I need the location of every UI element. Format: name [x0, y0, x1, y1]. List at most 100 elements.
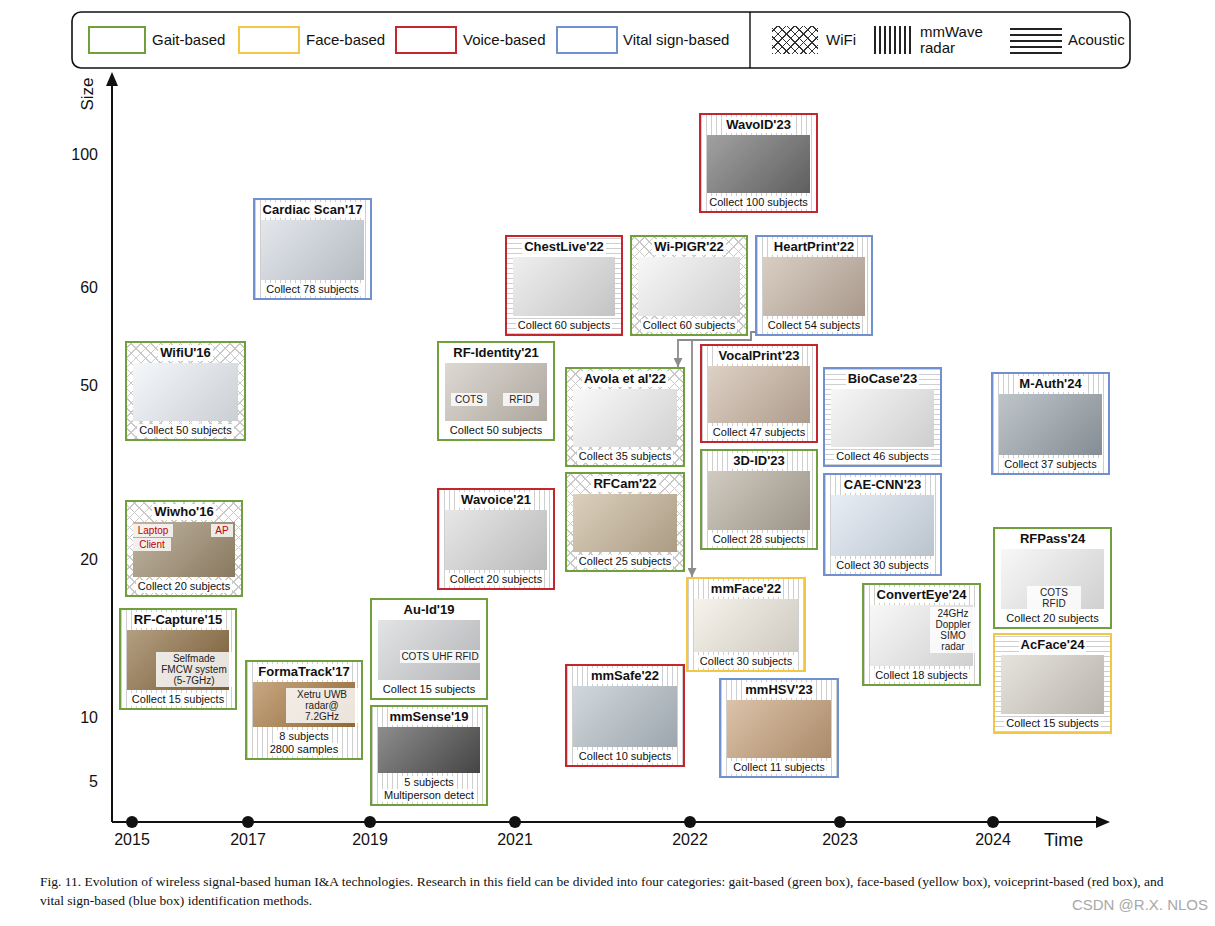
year-label: 2019	[340, 831, 400, 849]
timeline-box: Avola et al'22Collect 35 subjects	[565, 367, 685, 467]
subject-count: Collect 11 subjects	[731, 761, 827, 774]
photo-thumbnail	[638, 257, 740, 316]
subject-count: Collect 15 subjects	[381, 683, 477, 696]
legend-frame	[72, 12, 1130, 68]
box-title: RF-Identity'21	[451, 345, 540, 361]
box-title: mmSense'19	[388, 709, 471, 725]
caption-stack: Collect 54 subjects	[757, 319, 871, 332]
timeline-box: ConvertEye'2424GHz Doppler SIMO radarCol…	[862, 583, 981, 686]
timeline-box: HeartPrint'22Collect 54 subjects	[755, 235, 873, 336]
timeline-box: RFPass'24COTS RFID Collect 20 subjects	[993, 527, 1112, 629]
legend-text: Face-based	[306, 32, 394, 48]
caption-stack: Collect 30 subjects	[825, 559, 940, 572]
timeline-box: RFCam'22Collect 25 subjects	[565, 472, 685, 572]
year-label: 2021	[485, 831, 545, 849]
photo-thumbnail	[133, 363, 238, 421]
tick-label: 10	[48, 709, 98, 727]
year-label: 2022	[660, 831, 720, 849]
photo-thumbnail	[708, 366, 810, 423]
box-title: Wi-PIGR'22	[652, 239, 725, 255]
photo-thumbnail	[573, 494, 677, 552]
subject-count: Collect 20 subjects	[448, 573, 544, 586]
subject-count: Collect 15 subjects	[1004, 717, 1100, 730]
subject-count: Collect 20 subjects	[136, 580, 232, 593]
subject-count: 2800 samples	[268, 743, 341, 756]
timeline-box: RF-Capture'15Selfmade FMCW system (5-7GH…	[119, 608, 237, 710]
pattern-swatch	[1010, 26, 1062, 54]
timeline-box: Wiwho'16LaptopClientAPCollect 20 subject…	[125, 500, 243, 597]
timeline-box: WavoID'23Collect 100 subjects	[699, 113, 818, 213]
photo-thumbnail	[694, 599, 798, 652]
subject-count: Collect 28 subjects	[711, 533, 807, 546]
timeline-box: Au-Id'19COTS UHF RFIDCollect 15 subjects	[370, 598, 488, 700]
caption-stack: Collect 35 subjects	[567, 450, 683, 463]
y-axis	[111, 84, 113, 822]
caption-stack: 8 subjects2800 samples	[247, 730, 361, 756]
subject-count: Collect 47 subjects	[711, 426, 807, 439]
x-axis	[112, 821, 1098, 823]
axis-title: Time	[1044, 830, 1104, 851]
subject-count: Collect 50 subjects	[137, 424, 233, 437]
timeline-box: FormaTrack'17Xetru UWB radar@ 7.2GHz8 su…	[245, 660, 363, 760]
legend-text: Acoustic	[1068, 32, 1128, 48]
subject-count: Collect 18 subjects	[873, 669, 969, 682]
timeline-box: AcFace'24Collect 15 subjects	[993, 633, 1112, 734]
subject-count: 5 subjects	[402, 776, 456, 789]
caption-stack: Collect 60 subjects	[507, 319, 621, 332]
time-dot	[684, 816, 696, 828]
subject-count: Collect 30 subjects	[698, 655, 794, 668]
caption-stack: Collect 25 subjects	[567, 555, 683, 568]
photo-thumbnail	[573, 389, 677, 447]
tick-label: 5	[48, 773, 98, 791]
timeline-box: VocalPrint'23Collect 47 subjects	[700, 344, 818, 443]
photo-thumbnail	[445, 510, 547, 570]
subject-count: Collect 20 subjects	[1004, 612, 1100, 625]
photo-thumbnail	[707, 135, 810, 193]
time-dot	[987, 816, 999, 828]
time-dot	[242, 816, 254, 828]
timeline-box: mmSense'195 subjectsMultiperson detect	[370, 705, 488, 806]
image-label: Xetru UWB radar@ 7.2GHz	[286, 688, 358, 723]
subject-count: Collect 10 subjects	[577, 750, 673, 763]
caption-stack: Collect 11 subjects	[721, 761, 837, 774]
caption-stack: Collect 47 subjects	[702, 426, 816, 439]
box-title: mmHSV'23	[743, 682, 814, 698]
caption-stack: Collect 100 subjects	[701, 196, 816, 209]
subject-count: Collect 46 subjects	[834, 450, 930, 463]
box-title: Wiwho'16	[152, 504, 215, 520]
photo-thumbnail	[378, 727, 480, 773]
subject-count: Collect 30 subjects	[834, 559, 930, 572]
box-title: WifiU'16	[158, 345, 213, 361]
timeline-box: mmSafe'22Collect 10 subjects	[565, 664, 685, 767]
color-swatch	[395, 26, 457, 54]
timeline-box: RF-Identity'21COTSRFIDCollect 50 subject…	[437, 341, 555, 441]
subject-count: Collect 15 subjects	[130, 693, 226, 706]
box-title: RFPass'24	[1018, 531, 1087, 547]
timeline-box: mmHSV'23Collect 11 subjects	[719, 678, 839, 778]
time-dot	[509, 816, 521, 828]
photo-thumbnail	[513, 257, 615, 316]
image-label: COTS RFID	[1027, 586, 1081, 610]
timeline-box: ChestLive'22Collect 60 subjects	[505, 235, 623, 336]
photo-thumbnail	[727, 700, 831, 758]
box-title: WavoID'23	[724, 117, 793, 133]
color-swatch	[556, 26, 618, 54]
photo-thumbnail	[573, 686, 677, 747]
photo-thumbnail	[708, 471, 810, 530]
axis-title: Size	[78, 72, 98, 116]
subject-count: Collect 25 subjects	[577, 555, 673, 568]
tick-label: 50	[48, 377, 98, 395]
image-label: RFID	[503, 393, 539, 406]
image-label: AP	[211, 524, 233, 537]
legend-text: Vital sign-based	[623, 32, 747, 48]
timeline-box: 3D-ID'23Collect 28 subjects	[700, 449, 818, 550]
timeline-box: mmFace'22Collect 30 subjects	[686, 577, 806, 672]
box-title: HeartPrint'22	[772, 239, 856, 255]
caption-stack: Collect 37 subjects	[993, 458, 1108, 471]
image-label: COTS	[451, 393, 487, 406]
legend-text: mmWave radar	[920, 24, 992, 56]
image-label: COTS UHF RFID	[400, 650, 480, 663]
image-label: Laptop	[133, 524, 173, 537]
pattern-swatch	[772, 26, 818, 54]
